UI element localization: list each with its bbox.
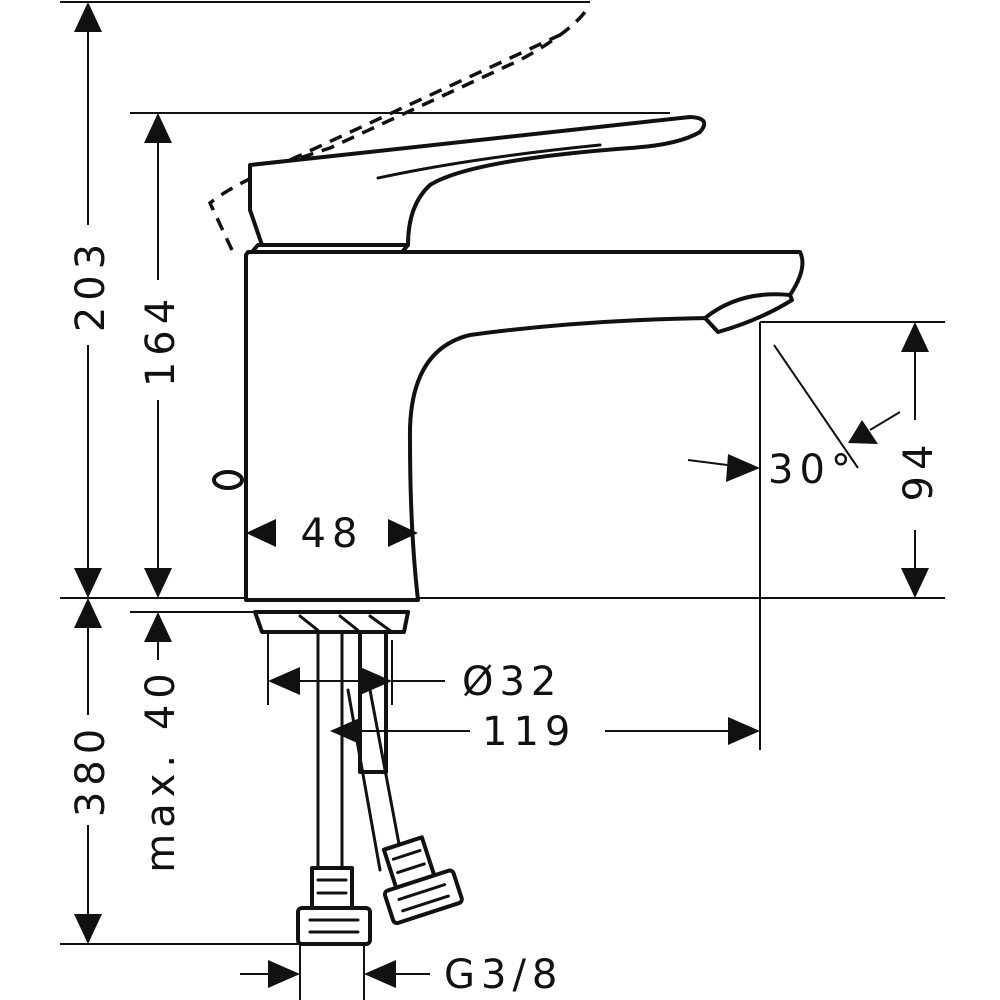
label-diameter-32: Ø32: [462, 659, 562, 705]
label-48: 48: [301, 511, 364, 557]
spout-body: [244, 250, 805, 602]
dimension-lever-height: 164: [138, 113, 184, 598]
dimension-counter-thickness: max. 40: [138, 612, 184, 873]
hose-right: [346, 688, 404, 872]
label-94: 94: [896, 439, 942, 502]
mounting-nut: [253, 610, 410, 634]
aerator-outlet: [703, 292, 794, 334]
label-119: 119: [482, 709, 576, 755]
label-g3-8: G3/8: [444, 952, 563, 998]
right-hose-connector: [381, 835, 464, 926]
label-164: 164: [138, 293, 184, 387]
lever-handle: [248, 115, 707, 247]
dimension-body-width: 48: [246, 511, 418, 557]
label-30-degrees: 30°: [768, 447, 857, 493]
label-max-40: max. 40: [138, 667, 184, 872]
dimension-outlet-height: 94: [896, 322, 942, 598]
underside-parts: [253, 610, 464, 946]
dimension-hose-length: 380: [68, 598, 114, 944]
label-203: 203: [68, 238, 114, 332]
pop-up-knob: [212, 470, 244, 490]
reference-lines: [60, 1, 945, 1000]
left-hose-connector: [296, 866, 372, 946]
dimension-spray-angle: 30°: [687, 344, 901, 493]
dimension-total-height: 203: [68, 2, 114, 598]
dimension-connection-thread: G3/8: [240, 952, 563, 998]
label-380: 380: [68, 723, 114, 817]
dimension-hole-diameter: Ø32: [268, 659, 562, 705]
faucet-body: [212, 115, 805, 602]
dimension-spout-projection: 119: [330, 709, 760, 755]
hose-left: [316, 630, 344, 872]
